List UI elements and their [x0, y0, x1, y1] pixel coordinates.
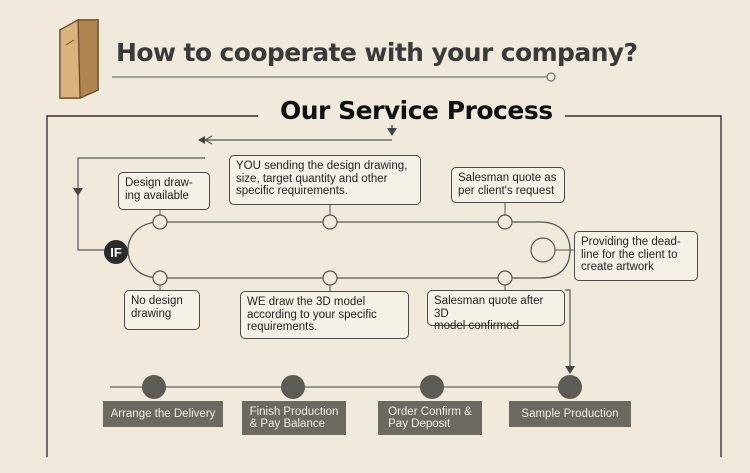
decision-node: IF — [104, 240, 128, 264]
folder-icon — [59, 18, 99, 99]
step-text: Sample Production — [521, 408, 619, 420]
track-nodes — [152, 214, 556, 286]
process-track — [127, 221, 571, 279]
section-title: Our Service Process — [268, 96, 565, 125]
step-finish-production: Finish Production & Pay Balance — [242, 401, 346, 435]
step-arrange-delivery: Arrange the Delivery — [103, 401, 223, 427]
arrow-down-icon — [73, 188, 83, 196]
down-connector — [565, 289, 571, 372]
feedback-loop — [77, 116, 393, 251]
note-we-draw: WE draw the 3D model according to your s… — [240, 291, 409, 339]
note-text: Design draw- ing available — [125, 177, 193, 202]
note-connectors — [159, 203, 574, 291]
arrow-down-icon — [387, 128, 397, 136]
step-order-confirm: Order Confirm & Pay Deposit — [378, 401, 482, 435]
note-quote-after-3d: Salesman quote after 3D model confirmed — [427, 290, 565, 332]
note-text: WE draw the 3D model according to your s… — [247, 296, 377, 333]
note-design-available: Design draw- ing available — [118, 172, 210, 210]
note-salesman-quote: Salesman quote as per client's request — [451, 167, 565, 203]
note-deadline: Providing the dead- line for the client … — [574, 231, 698, 281]
step-sample-production: Sample Production — [509, 401, 631, 427]
page-title: How to cooperate with your company? — [116, 38, 638, 67]
note-text: Salesman quote after 3D model confirmed — [434, 295, 544, 332]
note-text: Providing the dead- line for the client … — [581, 236, 681, 273]
arrow-left-icon — [198, 136, 205, 144]
step-text: Arrange the Delivery — [110, 408, 216, 420]
note-text: No design drawing — [131, 295, 183, 320]
title-underline — [112, 72, 556, 82]
frame — [46, 115, 722, 457]
step-nodes — [142, 375, 582, 399]
step-text: Order Confirm & Pay Deposit — [388, 406, 472, 430]
note-text: Salesman quote as per client's request — [458, 172, 557, 197]
note-text: YOU sending the design drawing, size, ta… — [236, 160, 408, 197]
note-no-design: No design drawing — [124, 290, 200, 330]
note-you-sending: YOU sending the design drawing, size, ta… — [229, 155, 421, 205]
step-text: Finish Production & Pay Balance — [249, 406, 339, 430]
arrow-down-icon — [565, 366, 575, 374]
